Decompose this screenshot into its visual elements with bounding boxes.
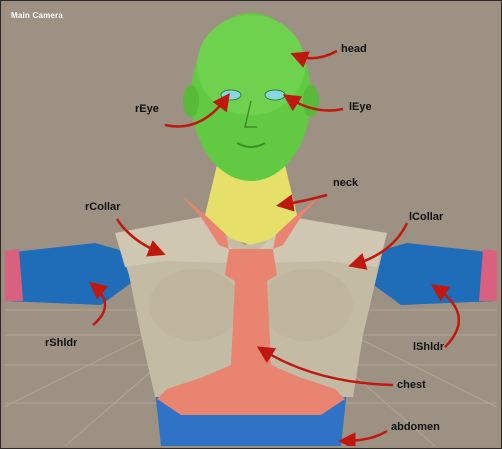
main-camera-viewport[interactable]: Main Camera: [5, 5, 497, 446]
camera-title: Main Camera: [11, 11, 63, 20]
left-eye-shape: [265, 90, 285, 100]
right-eye-shape: [221, 90, 241, 100]
head-region: [183, 13, 319, 181]
label-r-collar: rCollar: [85, 201, 120, 213]
label-abdomen: abdomen: [391, 421, 440, 433]
label-r-shldr: rShldr: [45, 337, 77, 349]
label-l-eye: lEye: [349, 101, 372, 113]
label-chest: chest: [397, 379, 426, 391]
left-arm: [371, 243, 497, 305]
right-arm: [5, 243, 131, 305]
label-head: head: [341, 43, 367, 55]
label-r-eye: rEye: [135, 103, 159, 115]
left-shoulder-region: [371, 243, 497, 305]
right-shoulder-region: [5, 243, 131, 305]
label-l-collar: lCollar: [409, 211, 443, 223]
label-l-shldr: lShldr: [413, 341, 444, 353]
label-neck: neck: [333, 177, 358, 189]
